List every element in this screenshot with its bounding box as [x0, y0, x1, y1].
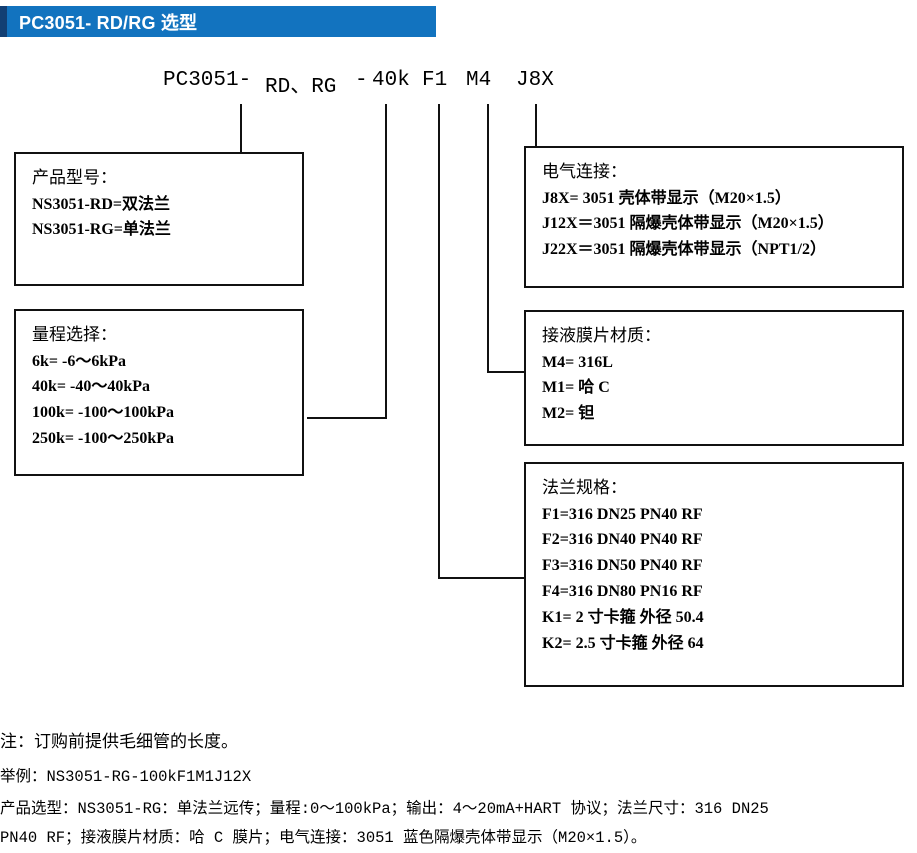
box-range-select-item: 40k= -40～40kPa	[32, 378, 151, 396]
leader-range-horizontal	[307, 417, 387, 419]
box-electrical-item: J8X= 3051 壳体带显示（M20×1.5）	[542, 189, 791, 207]
box-flange-spec: 法兰规格： F1=316 DN25 PN40 RF F2=316 DN40 PN…	[524, 462, 904, 687]
box-electrical-title: 电气连接：	[542, 162, 627, 181]
box-flange-item: F3=316 DN50 PN40 RF	[542, 557, 703, 575]
footer-note: 注：订购前提供毛细管的长度。	[0, 732, 238, 751]
box-electrical-connection: 电气连接： J8X= 3051 壳体带显示（M20×1.5） J12X＝3051…	[524, 146, 904, 288]
box-range-select-item: 250k= -100～250kPa	[32, 430, 175, 448]
leader-flange-horizontal	[438, 577, 524, 579]
box-diaphragm-title: 接液膜片材质：	[542, 326, 661, 345]
box-product-model: 产品型号： NS3051-RD=双法兰 NS3051-RG=单法兰	[14, 152, 304, 286]
box-electrical-item: J12X＝3051 隔爆壳体带显示（M20×1.5）	[542, 215, 834, 233]
code-segment-material: M4	[466, 69, 492, 92]
header-bar: PC3051- RD/RG 选型	[0, 6, 436, 37]
box-range-select: 量程选择： 6k= -6～6kPa 40k= -40～40kPa 100k= -…	[14, 309, 304, 476]
code-segment-prefix: PC3051-	[163, 69, 252, 92]
box-product-model-item: NS3051-RG=单法兰	[32, 221, 171, 239]
code-segment-type: RD、RG	[265, 76, 337, 99]
box-product-model-item: NS3051-RD=双法兰	[32, 195, 171, 213]
box-range-select-item: 100k= -100～100kPa	[32, 404, 175, 422]
box-diaphragm-item: M4= 316L	[542, 353, 613, 371]
box-diaphragm-material: 接液膜片材质： M4= 316L M1= 哈 C M2= 钽	[524, 310, 904, 446]
leader-electrical-vertical	[535, 104, 537, 148]
leader-range-vertical	[385, 104, 387, 419]
box-flange-title: 法兰规格：	[542, 478, 627, 497]
box-flange-item: F1=316 DN25 PN40 RF	[542, 505, 703, 523]
box-range-select-title: 量程选择：	[32, 325, 117, 344]
box-electrical-item: J22X＝3051 隔爆壳体带显示（NPT1/2）	[542, 241, 827, 259]
box-product-model-title: 产品型号：	[32, 168, 117, 187]
leader-product-model-vertical	[240, 104, 242, 153]
box-diaphragm-item: M1= 哈 C	[542, 379, 610, 397]
leader-diaphragm-vertical	[487, 104, 489, 373]
box-flange-item: F4=316 DN80 PN16 RF	[542, 583, 703, 601]
box-range-select-item: 6k= -6～6kPa	[32, 352, 127, 370]
box-flange-item: K2= 2.5 寸卡箍 外径 64	[542, 635, 704, 653]
code-segment-range: 40k	[372, 69, 410, 92]
box-flange-item: K1= 2 寸卡箍 外径 50.4	[542, 609, 704, 627]
model-code-line: PC3051- RD、RG - 40k F1 M4 J8X	[0, 69, 917, 99]
code-segment-flange: F1	[422, 69, 448, 92]
box-flange-item: F2=316 DN40 PN40 RF	[542, 531, 703, 549]
code-segment-electrical: J8X	[516, 69, 554, 92]
code-segment-dash: -	[355, 69, 368, 92]
box-diaphragm-item: M2= 钽	[542, 405, 595, 423]
footer-selection-line-2: PN40 RF；接液膜片材质：哈 C 膜片；电气连接：3051 蓝色隔爆壳体带显…	[0, 829, 647, 847]
footer-example: 举例：NS3051-RG-100kF1M1J12X	[0, 768, 252, 786]
page-title: PC3051- RD/RG 选型	[19, 12, 198, 33]
leader-diaphragm-horizontal	[487, 371, 524, 373]
leader-flange-vertical	[438, 104, 440, 579]
footer-selection-line-1: 产品选型：NS3051-RG：单法兰远传；量程:0～100kPa；输出：4～20…	[0, 800, 769, 818]
